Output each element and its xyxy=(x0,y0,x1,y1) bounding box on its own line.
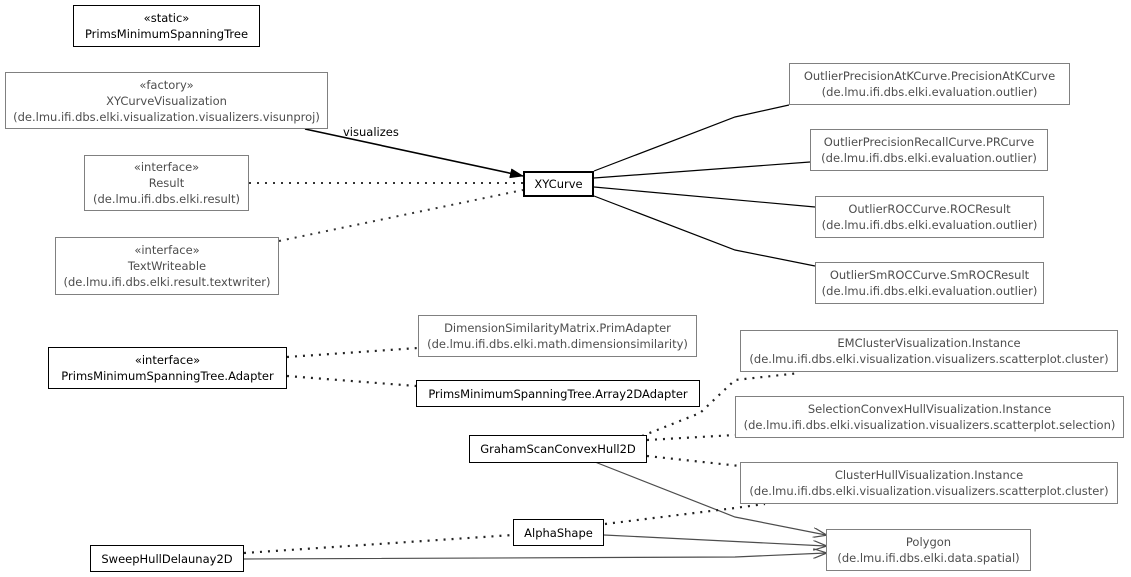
edge-xycurve-smrocresult xyxy=(593,195,816,267)
node-precision-at-k-curve-name: OutlierPrecisionAtKCurve.PrecisionAtKCur… xyxy=(803,69,1056,83)
node-em-cluster-visualization-package: (de.lmu.ifi.dbs.elki.visualization.visua… xyxy=(749,352,1109,366)
node-prims-adapter-name: PrimsMinimumSpanningTree.Adapter xyxy=(61,369,274,383)
node-cluster-hull-visualization[interactable]: ClusterHullVisualization.Instance (de.lm… xyxy=(740,462,1118,504)
node-xycurve[interactable]: XYCurve xyxy=(523,171,594,197)
node-cluster-hull-visualization-package: (de.lmu.ifi.dbs.elki.visualization.visua… xyxy=(749,484,1109,498)
node-precision-at-k-curve[interactable]: OutlierPrecisionAtKCurve.PrecisionAtKCur… xyxy=(789,63,1070,105)
node-result-package: (de.lmu.ifi.dbs.elki.result) xyxy=(92,192,240,206)
node-prims-static[interactable]: «static» PrimsMinimumSpanningTree xyxy=(73,5,260,47)
node-precision-at-k-curve-package: (de.lmu.ifi.dbs.elki.evaluation.outlier) xyxy=(821,85,1038,99)
node-pr-curve-package: (de.lmu.ifi.dbs.elki.evaluation.outlier) xyxy=(821,151,1037,165)
node-sweep-hull-delaunay[interactable]: SweepHullDelaunay2D xyxy=(90,545,244,572)
node-prims-static-stereotype: «static» xyxy=(143,11,190,25)
node-result[interactable]: «interface» Result (de.lmu.ifi.dbs.elki.… xyxy=(84,155,249,211)
node-polygon-name: Polygon xyxy=(905,535,952,549)
node-roc-result-package: (de.lmu.ifi.dbs.elki.evaluation.outlier) xyxy=(821,218,1038,232)
node-pr-curve[interactable]: OutlierPrecisionRecallCurve.PRCurve (de.… xyxy=(810,129,1048,171)
node-smroc-result-package: (de.lmu.ifi.dbs.elki.evaluation.outlier) xyxy=(821,284,1038,298)
node-pr-curve-name: OutlierPrecisionRecallCurve.PRCurve xyxy=(823,135,1035,149)
node-roc-result[interactable]: OutlierROCCurve.ROCResult (de.lmu.ifi.db… xyxy=(815,196,1044,238)
node-alpha-shape-name: AlphaShape xyxy=(524,525,593,540)
edge-graham-selection xyxy=(646,433,736,442)
edge-graham-polygon xyxy=(594,461,826,535)
node-xycurve-visualization-stereotype: «factory» xyxy=(139,77,194,92)
node-roc-result-name: OutlierROCCurve.ROCResult xyxy=(848,202,1011,216)
node-xycurve-visualization-package: (de.lmu.ifi.dbs.elki.visualization.visua… xyxy=(13,109,320,124)
node-em-cluster-visualization[interactable]: EMClusterVisualization.Instance (de.lmu.… xyxy=(740,330,1118,372)
node-textwriteable-stereotype: «interface» xyxy=(134,243,200,257)
edge-textwriteable-xycurve xyxy=(278,189,524,242)
node-selection-convex-hull-package: (de.lmu.ifi.dbs.elki.visualization.visua… xyxy=(743,418,1116,432)
node-array2d-adapter-name: PrimsMinimumSpanningTree.Array2DAdapter xyxy=(428,386,688,401)
node-result-stereotype: «interface» xyxy=(133,160,200,174)
node-polygon-package: (de.lmu.ifi.dbs.elki.data.spatial) xyxy=(837,551,1020,565)
node-polygon[interactable]: Polygon (de.lmu.ifi.dbs.elki.data.spatia… xyxy=(826,529,1031,571)
node-smroc-result[interactable]: OutlierSmROCCurve.SmROCResult (de.lmu.if… xyxy=(815,262,1044,304)
node-sweep-hull-delaunay-name: SweepHullDelaunay2D xyxy=(101,551,233,566)
node-graham-scan[interactable]: GrahamScanConvexHull2D xyxy=(469,435,647,463)
edge-graham-clusterhull xyxy=(646,454,741,468)
edge-label-visualizes: visualizes xyxy=(343,125,399,139)
node-graham-scan-name: GrahamScanConvexHull2D xyxy=(480,442,636,456)
edge-visualizes xyxy=(304,128,524,179)
node-textwriteable[interactable]: «interface» TextWriteable (de.lmu.ifi.db… xyxy=(55,237,279,295)
edge-alphashape-clusterhull xyxy=(604,502,766,526)
edge-xycurve-prcurve xyxy=(593,161,811,179)
node-array2d-adapter[interactable]: PrimsMinimumSpanningTree.Array2DAdapter xyxy=(416,380,700,407)
node-em-cluster-visualization-name: EMClusterVisualization.Instance xyxy=(837,336,1021,350)
edge-xycurve-precisionatk xyxy=(593,104,790,172)
edge-alphashape-polygon xyxy=(603,534,826,546)
edge-adapter-array2d xyxy=(286,374,417,388)
node-xycurve-visualization-name: XYCurveVisualization xyxy=(106,93,227,108)
node-prims-adapter-stereotype: «interface» xyxy=(134,353,201,367)
node-cluster-hull-visualization-name: ClusterHullVisualization.Instance xyxy=(834,468,1024,482)
node-alpha-shape[interactable]: AlphaShape xyxy=(513,519,604,546)
node-smroc-result-name: OutlierSmROCCurve.SmROCResult xyxy=(829,268,1030,282)
node-result-name: Result xyxy=(148,176,185,190)
node-textwriteable-package: (de.lmu.ifi.dbs.elki.result.textwriter) xyxy=(63,275,271,289)
node-xycurve-visualization[interactable]: «factory» XYCurveVisualization (de.lmu.i… xyxy=(5,72,328,129)
node-prims-static-name: PrimsMinimumSpanningTree xyxy=(84,27,249,41)
edge-sweephull-polygon xyxy=(243,553,826,560)
node-selection-convex-hull[interactable]: SelectionConvexHullVisualization.Instanc… xyxy=(735,396,1124,438)
node-textwriteable-name: TextWriteable xyxy=(127,259,207,273)
node-prim-adapter-name: DimensionSimilarityMatrix.PrimAdapter xyxy=(444,321,671,335)
edge-adapter-primadapter xyxy=(286,346,419,359)
edge-sweephull-alphashape xyxy=(243,533,514,555)
edge-xycurve-rocresult xyxy=(593,186,816,208)
node-prims-adapter[interactable]: «interface» PrimsMinimumSpanningTree.Ada… xyxy=(48,347,287,389)
node-prim-adapter-package: (de.lmu.ifi.dbs.elki.math.dimensionsimil… xyxy=(427,337,688,351)
node-xycurve-name: XYCurve xyxy=(534,177,583,191)
node-selection-convex-hull-name: SelectionConvexHullVisualization.Instanc… xyxy=(807,402,1052,416)
node-prim-adapter[interactable]: DimensionSimilarityMatrix.PrimAdapter (d… xyxy=(418,315,697,357)
